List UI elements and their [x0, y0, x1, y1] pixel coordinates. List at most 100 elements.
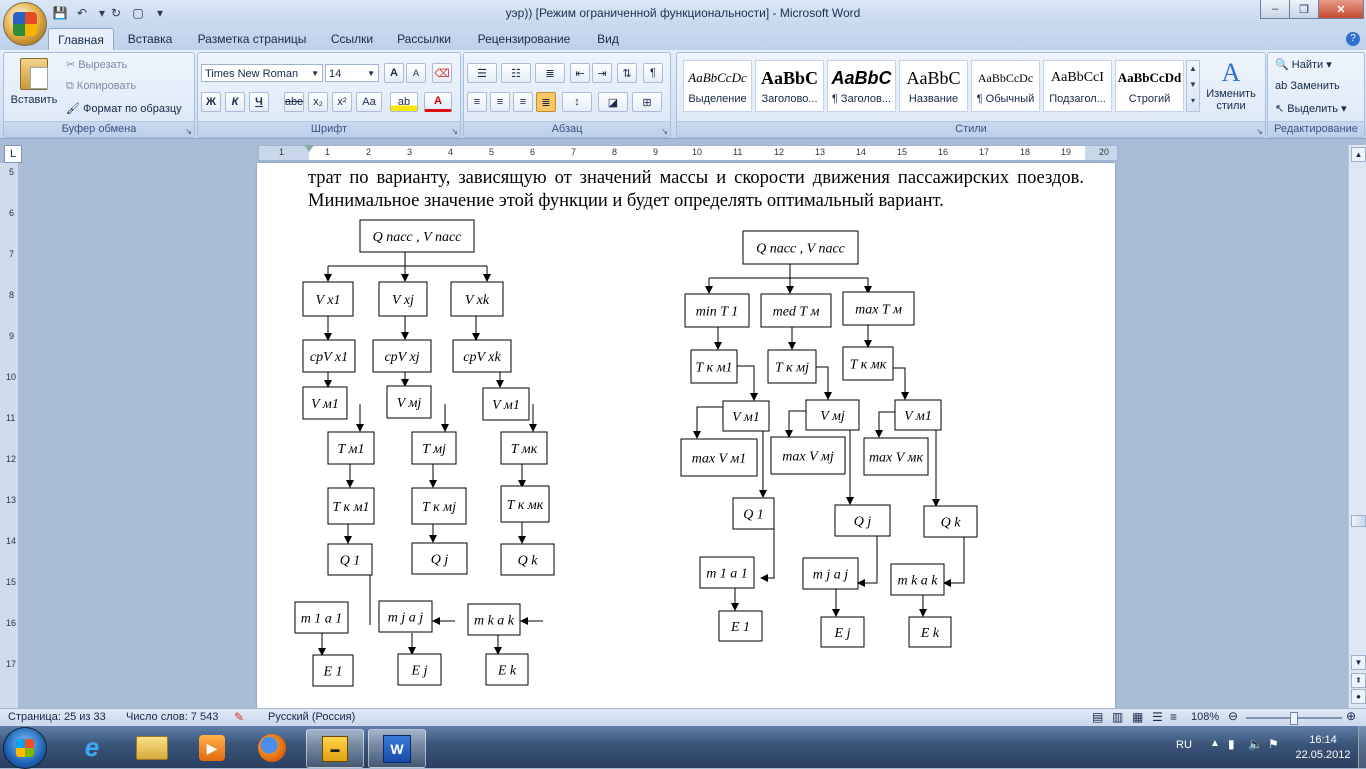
scroll-down-icon[interactable]: ▼: [1351, 655, 1366, 670]
dialog-launcher-icon[interactable]: ↘: [661, 127, 668, 136]
previous-page-icon[interactable]: ⇞: [1351, 673, 1366, 688]
style-heading2[interactable]: AaBbC¶ Заголов...: [827, 60, 896, 112]
line-spacing-button[interactable]: ↕: [562, 92, 592, 112]
font-family-combo[interactable]: Times New Roman▼: [201, 64, 323, 82]
bullets-button[interactable]: ☰: [467, 63, 497, 83]
numbering-button[interactable]: ☷: [501, 63, 531, 83]
horizontal-ruler[interactable]: 1 1 2 3 4 5 6 7 8 9 10 11 12 13 14 15 16…: [258, 145, 1118, 161]
zoom-level[interactable]: 108%: [1191, 711, 1220, 723]
strikethrough-button[interactable]: abe: [284, 92, 304, 112]
tab-home[interactable]: Главная: [48, 28, 114, 51]
change-case-button[interactable]: Aa: [356, 92, 382, 112]
vertical-ruler[interactable]: 5 6 7 8 9 10 11 12 13 14 15 16 17: [0, 163, 18, 708]
action-center-icon[interactable]: ⚑: [1268, 737, 1279, 751]
grow-font-button[interactable]: A: [384, 63, 404, 83]
zoom-slider-thumb[interactable]: [1290, 712, 1298, 725]
web-layout-icon[interactable]: ▦: [1132, 710, 1144, 724]
browse-object-icon[interactable]: ●: [1351, 689, 1366, 704]
shading-button[interactable]: ◪: [598, 92, 628, 112]
highlight-button[interactable]: ab: [390, 92, 418, 112]
language-indicator[interactable]: Русский (Россия): [268, 711, 356, 723]
full-screen-icon[interactable]: ▥: [1112, 710, 1124, 724]
print-preview-icon[interactable]: ▢: [132, 6, 144, 20]
decrease-indent-button[interactable]: ⇤: [570, 63, 590, 83]
start-button[interactable]: [3, 727, 47, 769]
tab-page-layout[interactable]: Разметка страницы: [197, 32, 307, 46]
show-desktop-button[interactable]: [1358, 726, 1366, 768]
increase-indent-button[interactable]: ⇥: [592, 63, 612, 83]
office-button[interactable]: [3, 2, 47, 46]
tab-view[interactable]: Вид: [597, 32, 619, 46]
taskbar-word[interactable]: W: [368, 729, 426, 768]
dialog-launcher-icon[interactable]: ↘: [1256, 127, 1263, 136]
font-size-combo[interactable]: 14▼: [325, 64, 379, 82]
undo-icon[interactable]: ↶: [76, 6, 88, 20]
tab-references[interactable]: Ссылки: [330, 32, 374, 46]
keyboard-language[interactable]: RU: [1176, 739, 1192, 751]
subscript-button[interactable]: x₂: [308, 92, 328, 112]
scroll-thumb[interactable]: [1351, 515, 1366, 527]
system-clock[interactable]: 16:14 22.05.2012: [1290, 733, 1356, 763]
replace-button[interactable]: ab Заменить: [1275, 80, 1340, 92]
cut-button[interactable]: ✂ Вырезать: [66, 58, 127, 71]
italic-button[interactable]: К: [225, 92, 245, 112]
bold-button[interactable]: Ж: [201, 92, 221, 112]
tab-selector[interactable]: L: [4, 145, 22, 163]
taskbar-ie[interactable]: e: [64, 729, 120, 766]
document-page[interactable]: трат по варианту, зависящую от значений …: [257, 163, 1115, 708]
show-hidden-icons-icon[interactable]: ▲: [1210, 738, 1220, 749]
page-count[interactable]: Страница: 25 из 33: [8, 711, 106, 723]
select-button[interactable]: ↖ Выделить ▾: [1275, 103, 1347, 115]
clear-format-button[interactable]: ⌫: [432, 63, 452, 83]
zoom-out-icon[interactable]: ⊖: [1228, 709, 1239, 723]
align-left-button[interactable]: ≡: [467, 92, 487, 112]
style-normal[interactable]: AaBbCcDc¶ Обычный: [971, 60, 1040, 112]
dialog-launcher-icon[interactable]: ↘: [451, 127, 458, 136]
print-layout-icon[interactable]: ▤: [1092, 710, 1104, 724]
draft-icon[interactable]: ≡: [1170, 710, 1178, 724]
styles-scroll[interactable]: ▲▼▾: [1186, 60, 1200, 112]
minimize-button[interactable]: –: [1260, 0, 1290, 19]
taskbar-firefox[interactable]: [244, 729, 300, 766]
document-paragraph[interactable]: трат по варианту, зависящую от значений …: [308, 168, 1084, 211]
word-count[interactable]: Число слов: 7 543: [126, 711, 219, 723]
find-button[interactable]: 🔍 Найти ▾: [1275, 59, 1332, 71]
paste-button[interactable]: Вставить: [8, 56, 60, 118]
justify-button[interactable]: ≣: [536, 92, 556, 112]
help-icon[interactable]: ?: [1346, 32, 1360, 46]
borders-button[interactable]: ⊞: [632, 92, 662, 112]
vertical-scrollbar[interactable]: ▲ ▼ ⇞ ●: [1348, 145, 1366, 708]
dialog-launcher-icon[interactable]: ↘: [185, 127, 192, 136]
show-marks-button[interactable]: ¶: [643, 63, 663, 83]
taskbar-explorer[interactable]: [124, 729, 180, 766]
shrink-font-button[interactable]: A: [406, 63, 426, 83]
speaker-icon[interactable]: 🔈: [1248, 737, 1263, 751]
scroll-up-icon[interactable]: ▲: [1351, 147, 1366, 162]
qat-customize-icon[interactable]: ▾: [156, 6, 164, 20]
font-color-button[interactable]: A: [424, 92, 452, 112]
taskbar-total-commander[interactable]: ▬: [306, 729, 364, 768]
tab-insert[interactable]: Вставка: [127, 32, 173, 46]
proofing-icon[interactable]: ✎: [234, 710, 245, 724]
multilevel-list-button[interactable]: ≣: [535, 63, 565, 83]
outline-icon[interactable]: ☰: [1152, 710, 1163, 724]
network-icon[interactable]: ▮: [1228, 737, 1235, 751]
redo-icon[interactable]: ↻: [110, 6, 122, 20]
undo-dropdown-icon[interactable]: ▾: [98, 6, 106, 20]
zoom-in-icon[interactable]: ⊕: [1346, 709, 1357, 723]
close-button[interactable]: ✕: [1318, 0, 1364, 19]
superscript-button[interactable]: x²: [332, 92, 352, 112]
tab-review[interactable]: Рецензирование: [477, 32, 571, 46]
taskbar-media-player[interactable]: ▶: [184, 729, 240, 766]
copy-button[interactable]: ⧉ Копировать: [66, 80, 136, 93]
align-center-button[interactable]: ≡: [490, 92, 510, 112]
maximize-button[interactable]: ❐: [1289, 0, 1319, 19]
tab-mailings[interactable]: Рассылки: [397, 32, 451, 46]
save-icon[interactable]: 💾: [52, 6, 68, 20]
align-right-button[interactable]: ≡: [513, 92, 533, 112]
